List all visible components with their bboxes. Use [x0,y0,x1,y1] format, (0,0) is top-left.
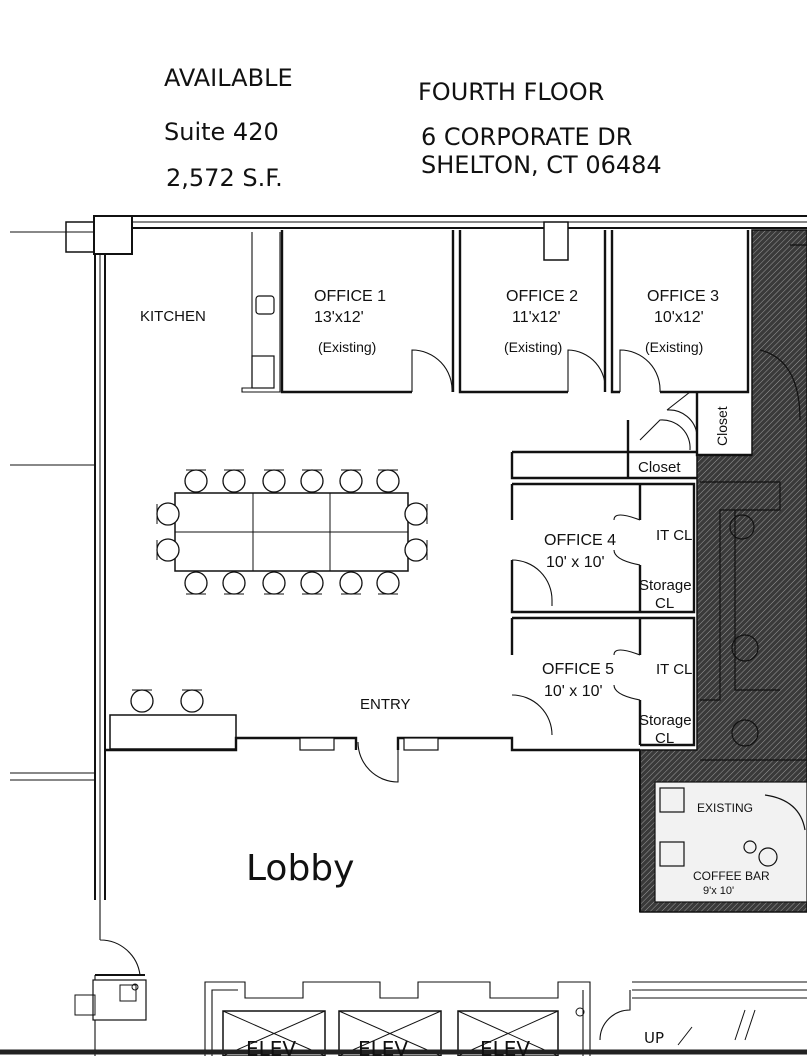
entry-label: ENTRY [360,696,411,713]
floor-label: FOURTH FLOOR [418,78,604,106]
elevator-3-label: ELEV [480,1037,530,1056]
availability-label: AVAILABLE [164,64,293,92]
chair-bottom-3 [262,571,286,595]
exterior-walls [10,215,807,900]
closet-walls [510,391,752,480]
coffee-bar-label: COFFEE BAR [693,869,770,883]
office5-name: OFFICE 5 [542,661,614,678]
chair-top-5 [339,469,363,493]
office4-storage: Storage [639,577,692,594]
office1-note: (Existing) [318,339,376,355]
coffee-bar-area [654,781,807,903]
office4-size: 10' x 10' [546,554,605,571]
right-offices-walls [510,482,696,747]
office4-name: OFFICE 4 [544,532,616,549]
office5-storage-cl: CL [655,730,674,747]
chair-top-3 [262,469,286,493]
office5-it-closet: IT CL [656,661,692,678]
chair-top-4 [300,469,324,493]
adjacent-furniture [700,244,807,761]
lobby-label: Lobby [246,848,354,889]
kitchen-label: KITCHEN [140,308,206,325]
office2-note: (Existing) [504,339,562,355]
closet-b-label: Closet [638,459,681,476]
office2-name: OFFICE 2 [506,288,578,305]
top-offices-walls [280,221,750,394]
area-label: 2,572 S.F. [166,164,283,192]
suite-label: Suite 420 [164,118,279,146]
office5-size: 10' x 10' [544,683,603,700]
office3-note: (Existing) [645,339,703,355]
chair-bottom-1 [184,571,208,595]
chair-top-2 [222,469,246,493]
conference-chairs [156,469,428,595]
conference-table [174,492,409,572]
closet-a-label: Closet [714,406,730,446]
reception-chair-2 [180,689,204,713]
chair-left-1 [156,502,180,526]
chair-top-1 [184,469,208,493]
address-line2: SHELTON, CT 06484 [421,151,662,179]
chair-bottom-4 [300,571,324,595]
office-3: OFFICE 3 10'x12' (Existing) [645,288,719,355]
existing-label: EXISTING [697,801,753,815]
reception-desk [109,689,237,750]
chair-right-1 [404,502,428,526]
elevator-1-label: ELEV [246,1037,296,1056]
office3-name: OFFICE 3 [647,288,719,305]
chair-bottom-6 [376,571,400,595]
lobby-door [95,900,145,976]
office4-it-closet: IT CL [656,527,692,544]
stair-up-label: UP [644,1029,664,1047]
reception-chair-1 [130,689,154,713]
kitchen-counter [241,232,281,393]
entry-wall [105,736,641,912]
office5-storage: Storage [639,712,692,729]
office1-size: 13'x12' [314,309,364,326]
address-line1: 6 CORPORATE DR [421,123,632,151]
chair-bottom-2 [222,571,246,595]
office3-size: 10'x12' [654,309,704,326]
elevator-2-label: ELEV [358,1037,408,1056]
office-2: OFFICE 2 11'x12' (Existing) [504,288,578,355]
office2-size: 11'x12' [512,309,561,326]
chair-right-2 [404,538,428,562]
coffee-bar-size: 9'x 10' [703,885,734,897]
office-1: OFFICE 1 13'x12' (Existing) [314,288,386,355]
chair-bottom-5 [339,571,363,595]
chair-top-6 [376,469,400,493]
chair-left-2 [156,538,180,562]
office1-name: OFFICE 1 [314,288,386,305]
office4-storage-cl: CL [655,595,674,612]
building-core [0,975,807,1056]
